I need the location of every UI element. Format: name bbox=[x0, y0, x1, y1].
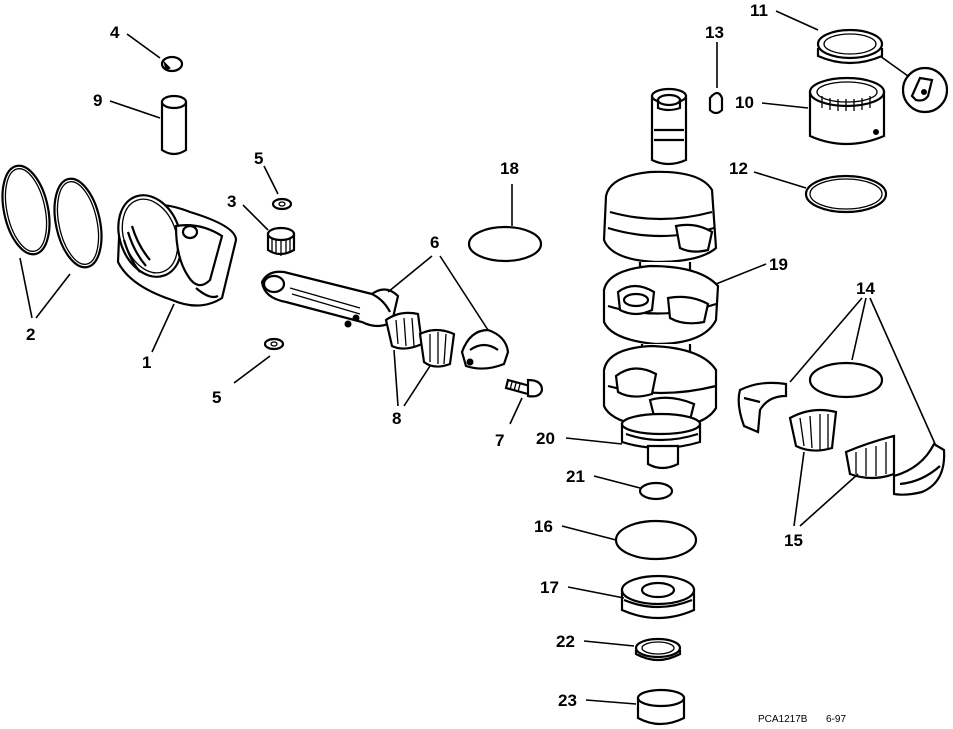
rod-bolt bbox=[504, 378, 544, 398]
wrist-pin bbox=[160, 94, 188, 156]
label-4: 4 bbox=[110, 23, 120, 42]
figure-date: 6-97 bbox=[826, 714, 846, 725]
rod-cap bbox=[460, 328, 510, 370]
label-15: 15 bbox=[784, 531, 803, 550]
label-21: 21 bbox=[566, 467, 585, 486]
bushing bbox=[636, 688, 686, 726]
label-16: 16 bbox=[534, 517, 553, 536]
label-6: 6 bbox=[430, 233, 439, 252]
label-9: 9 bbox=[93, 91, 102, 110]
label-3: 3 bbox=[227, 192, 236, 211]
thrust-washers bbox=[263, 197, 293, 351]
woodruff-key bbox=[708, 91, 724, 115]
crankshaft bbox=[602, 87, 720, 470]
lower-shaft-parts bbox=[614, 481, 698, 726]
label-14: 14 bbox=[856, 279, 875, 298]
seal bbox=[634, 637, 682, 662]
label-23: 23 bbox=[558, 691, 577, 710]
figure-code: PCA1217B bbox=[758, 714, 808, 725]
label-5-upper: 5 bbox=[254, 149, 263, 168]
bearing-housing bbox=[620, 574, 696, 620]
label-8: 8 bbox=[392, 409, 401, 428]
retaining-clip bbox=[160, 55, 184, 73]
label-17: 17 bbox=[540, 578, 559, 597]
label-11: 11 bbox=[750, 1, 768, 20]
needle-bearing bbox=[266, 226, 296, 256]
connecting-rod bbox=[260, 270, 400, 328]
label-20: 20 bbox=[536, 429, 555, 448]
label-1: 1 bbox=[142, 353, 151, 372]
label-2: 2 bbox=[26, 325, 35, 344]
part-labels: 4 9 5 3 2 1 5 6 8 7 18 13 11 10 12 19 14… bbox=[26, 1, 875, 710]
label-12: 12 bbox=[729, 159, 748, 178]
o-ring-lower bbox=[614, 519, 698, 561]
label-5-lower: 5 bbox=[212, 388, 221, 407]
main-bearing-halves bbox=[737, 361, 946, 496]
snap-ring bbox=[638, 481, 674, 501]
retaining-ring bbox=[816, 28, 884, 65]
upper-main-bearing bbox=[808, 76, 886, 146]
leader-lines bbox=[19, 10, 937, 705]
label-18: 18 bbox=[500, 159, 519, 178]
o-ring-upper bbox=[467, 225, 543, 263]
piston-rings bbox=[1, 164, 103, 269]
label-13: 13 bbox=[705, 23, 724, 42]
label-10: 10 bbox=[735, 93, 754, 112]
label-7: 7 bbox=[495, 431, 504, 450]
label-22: 22 bbox=[556, 632, 575, 651]
rod-cage-bearings bbox=[384, 311, 456, 368]
seal-ring bbox=[804, 174, 888, 214]
piston bbox=[116, 194, 238, 307]
label-19: 19 bbox=[769, 255, 788, 274]
detail-callout-circle bbox=[901, 66, 949, 114]
